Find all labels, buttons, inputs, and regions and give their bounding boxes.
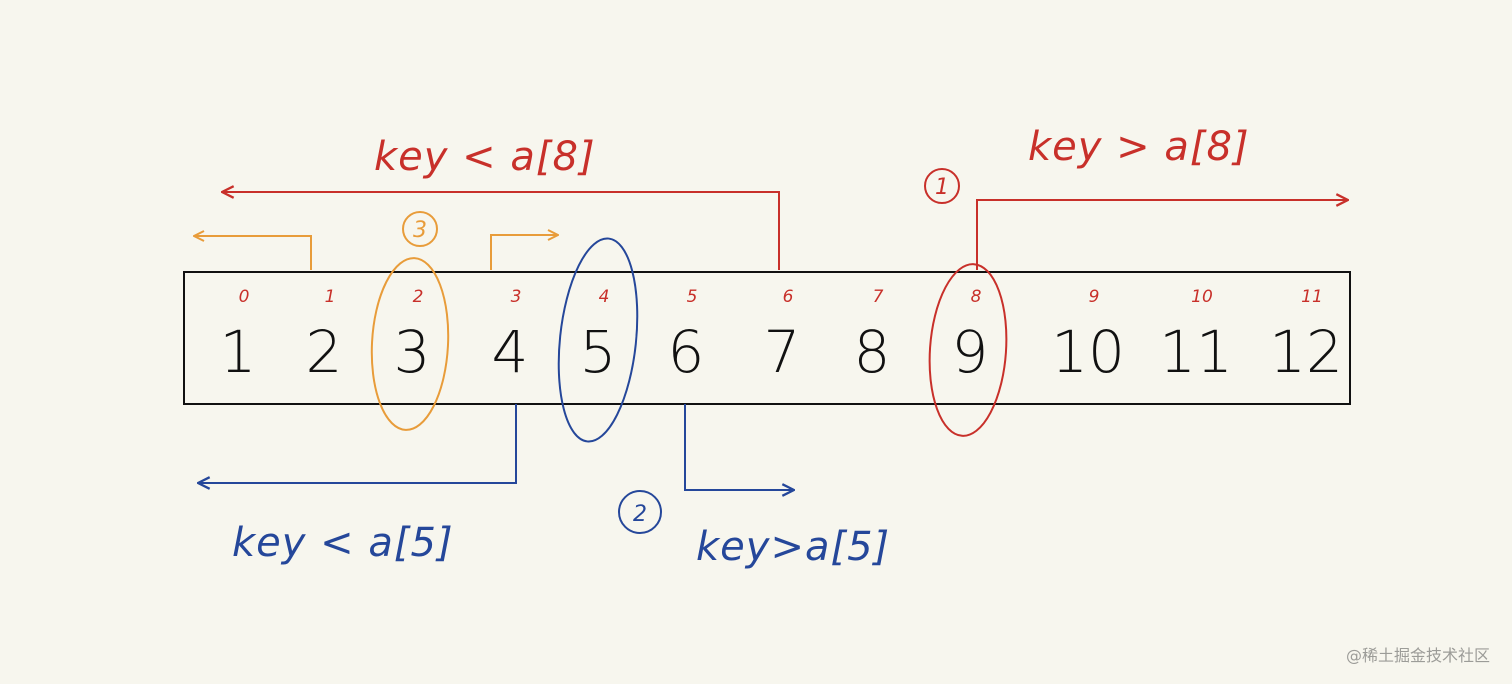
step1-circle-around-9	[928, 263, 1008, 437]
array-value: 1	[220, 318, 257, 386]
array-value: 12	[1269, 318, 1343, 386]
step1-group: 1 key < a[8] key > a[8]	[222, 124, 1348, 437]
step2-marker-circle	[618, 490, 662, 534]
array-value: 9	[952, 318, 989, 386]
array-box	[183, 271, 1351, 405]
index-label: 3	[511, 287, 522, 307]
step1-left-arrow	[222, 192, 780, 270]
array-value: 3	[394, 318, 431, 386]
step3-group: 3	[194, 211, 558, 431]
index-label: 9	[1089, 287, 1100, 307]
array-value: 2	[306, 318, 343, 386]
step2-marker: 2	[633, 502, 647, 527]
watermark: @稀土掘金技术社区	[1345, 646, 1490, 665]
index-label: 5	[687, 287, 698, 307]
step2-left-label: key < a[5]	[232, 520, 454, 566]
step2-left-arrow	[198, 404, 517, 483]
index-label: 8	[971, 287, 982, 307]
index-label: 6	[783, 287, 794, 307]
step2-right-label: key>a[5]	[696, 524, 890, 570]
array-value: 10	[1051, 318, 1125, 386]
index-label: 2	[413, 287, 424, 307]
array-value: 5	[580, 318, 617, 386]
index-labels: 0 1 2 3 4 5 6 7 8 9 10 11	[239, 287, 1323, 307]
step1-left-label: key < a[8]	[374, 134, 596, 180]
step1-marker-circle	[924, 168, 960, 204]
step2-right-arrow	[684, 404, 794, 490]
step3-marker: 3	[413, 218, 427, 243]
index-label: 4	[599, 287, 610, 307]
step2-group: 2 key < a[5] key>a[5]	[198, 237, 890, 570]
step3-circle-around-3	[370, 257, 450, 431]
array-value: 6	[668, 318, 705, 386]
array-value: 8	[854, 318, 891, 386]
index-label: 10	[1191, 287, 1213, 307]
step3-marker-circle	[402, 211, 438, 247]
array-value: 11	[1159, 318, 1233, 386]
step1-right-label: key > a[8]	[1028, 124, 1250, 170]
index-label: 11	[1301, 287, 1323, 307]
step1-marker: 1	[935, 175, 949, 200]
step3-left-arrow	[194, 236, 312, 270]
index-label: 7	[873, 287, 884, 307]
index-label: 1	[325, 287, 336, 307]
array-value: 4	[492, 318, 529, 386]
step1-right-arrow	[976, 200, 1348, 270]
array-value: 7	[764, 318, 801, 386]
index-label: 0	[239, 287, 250, 307]
step3-right-arrow	[490, 235, 558, 270]
step2-circle-around-5	[557, 237, 639, 443]
